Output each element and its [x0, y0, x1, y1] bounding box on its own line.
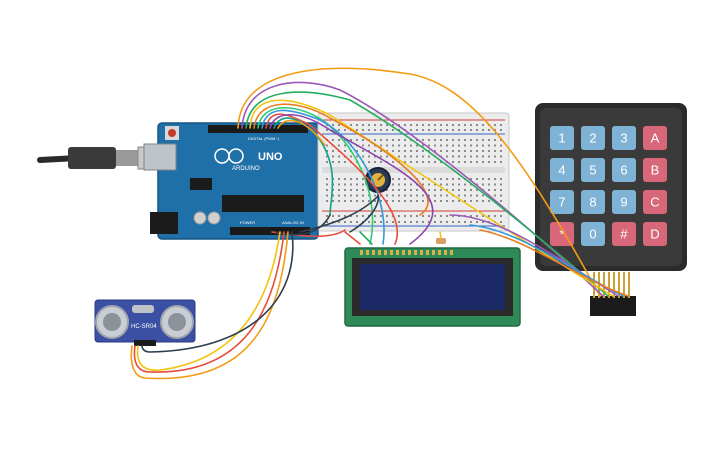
wire-10	[273, 117, 334, 216]
wire-15	[349, 194, 379, 233]
keypad-key-label: #	[620, 226, 628, 241]
ultrasonic-sensor[interactable]: HC-SR04	[94, 299, 196, 346]
lcd-display-16x2[interactable]	[344, 238, 521, 327]
wires	[130, 67, 629, 380]
lcd-header-pins	[360, 250, 453, 255]
resistor	[436, 238, 446, 244]
wire-7	[261, 109, 385, 245]
keypad-key-label: 4	[558, 162, 565, 177]
keypad-key-label: A	[651, 130, 660, 145]
keypad-key-8[interactable]: 8	[581, 190, 605, 214]
power-pins-label: POWER	[240, 220, 255, 225]
wire-21	[359, 231, 373, 245]
keypad-key-label: 0	[589, 226, 596, 241]
keypad-key-label: 5	[589, 162, 596, 177]
keypad-connector	[590, 272, 636, 316]
wire-12	[299, 195, 379, 233]
wire-11	[277, 119, 326, 146]
wire-9	[269, 114, 434, 245]
lcd-screen	[360, 264, 505, 310]
keypad-key-label: *	[559, 226, 564, 241]
keypad-key-3[interactable]: 3	[612, 126, 636, 150]
sensor-label: HC-SR04	[131, 324, 157, 330]
keypad-key-hash[interactable]: #	[612, 222, 636, 246]
digital-pins-label: DIGITAL (PWM~)	[248, 136, 280, 141]
reset-button[interactable]	[168, 129, 176, 137]
keypad-key-0[interactable]: 0	[581, 222, 605, 246]
wire-20	[344, 231, 361, 245]
keypad-key-label: 7	[558, 194, 565, 209]
wire-18	[130, 231, 289, 380]
keypad-key-label: 9	[620, 194, 627, 209]
keypad-key-b[interactable]: B	[643, 158, 667, 182]
wire-1	[237, 67, 601, 297]
keypad-key-a[interactable]: A	[643, 126, 667, 150]
wire-22	[439, 231, 442, 239]
keypad-key-7[interactable]: 7	[550, 190, 574, 214]
keypad-key-d[interactable]: D	[643, 222, 667, 246]
keypad-keys[interactable]: 1 2 3 A 4 5 6 B 7 8 9 C * 0 # D	[550, 126, 667, 246]
keypad-key-label: 3	[620, 130, 627, 145]
keypad-key-label: B	[651, 162, 660, 177]
wire-3	[245, 91, 609, 297]
wire-17	[133, 231, 285, 373]
wire-14	[275, 214, 331, 236]
keypad-key-label: C	[650, 194, 659, 209]
wire-25	[479, 229, 629, 297]
keypad-key-6[interactable]: 6	[612, 158, 636, 182]
keypad-key-4[interactable]: 4	[550, 158, 574, 182]
keypad-key-label: 8	[589, 194, 596, 209]
keypad-key-label: 1	[558, 130, 565, 145]
analog-pins-label: ANALOG IN	[282, 220, 304, 225]
keypad-key-label: 6	[620, 162, 627, 177]
keypad-key-label: D	[650, 226, 659, 241]
wire-16	[136, 231, 281, 371]
arduino-uno-board[interactable]: ARDUINO UNO DIGITAL (PWM~) POWER ANALOG …	[143, 122, 319, 240]
wire-19	[141, 231, 294, 353]
wire-8	[265, 113, 398, 245]
keypad-4x4[interactable]: 1 2 3 A 4 5 6 B 7 8 9 C * 0 # D	[535, 103, 687, 316]
arduino-model-label: UNO	[258, 151, 283, 163]
keypad-key-1[interactable]: 1	[550, 126, 574, 150]
keypad-key-2[interactable]: 2	[581, 126, 605, 150]
keypad-key-5[interactable]: 5	[581, 158, 605, 182]
arduino-brand-label: ARDUINO	[232, 166, 260, 172]
keypad-key-9[interactable]: 9	[612, 190, 636, 214]
keypad-key-label: 2	[589, 130, 596, 145]
keypad-key-c[interactable]: C	[643, 190, 667, 214]
